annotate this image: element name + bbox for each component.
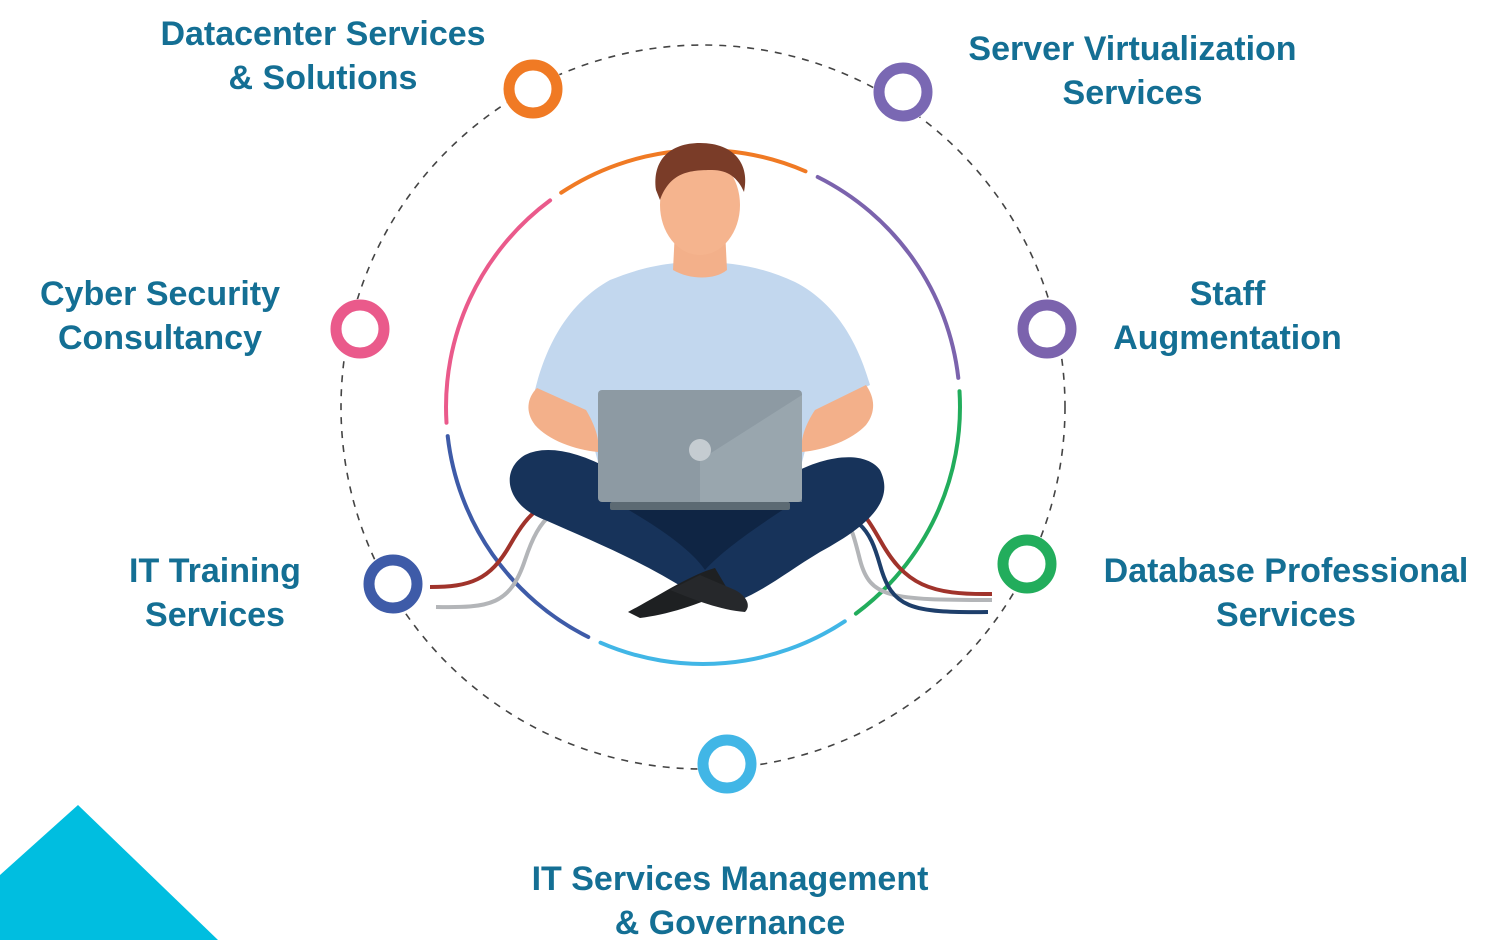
label-it-training-line1: IT Training — [129, 552, 301, 590]
label-server-virtualization-line2: Services — [1062, 74, 1203, 112]
label-datacenter-line1: Datacenter Services — [160, 15, 486, 53]
label-itsm: IT Services Management & Governance — [490, 857, 970, 945]
node-it-training-ring-icon — [363, 554, 423, 614]
dashed-orbit — [340, 44, 1066, 770]
label-cyber-security-line1: Cyber Security — [40, 275, 280, 313]
inner-ring-segment-2 — [815, 175, 961, 380]
label-staff-augmentation-line1: Staff — [1189, 275, 1266, 313]
node-cyber-security-ring-icon — [330, 299, 390, 359]
label-database: Database Professional Services — [1076, 549, 1496, 637]
node-database-ring-icon — [997, 534, 1057, 594]
label-it-training: IT Training Services — [95, 549, 335, 637]
label-it-training-line2: Services — [145, 596, 285, 634]
label-datacenter-line2: & Solutions — [228, 59, 418, 97]
node-server-virtualization-ring-icon — [873, 62, 933, 122]
label-cyber-security-line2: Consultancy — [57, 319, 263, 357]
person-arm-right — [801, 385, 874, 452]
label-staff-augmentation: Staff Augmentation — [1085, 272, 1370, 360]
inner-ring-segment-5 — [445, 434, 591, 639]
label-itsm-line2: & Governance — [614, 904, 846, 942]
node-staff-augmentation-ring-icon — [1017, 299, 1077, 359]
person-legs-shadow — [612, 500, 790, 570]
label-database-line1: Database Professional — [1103, 552, 1469, 590]
label-server-virtualization: Server Virtualization Services — [925, 27, 1340, 115]
person-hair — [655, 143, 746, 200]
service-nodes — [330, 59, 1077, 794]
person-illustration — [429, 143, 993, 618]
node-datacenter-ring-icon — [503, 59, 563, 119]
label-server-virtualization-line1: Server Virtualization — [968, 30, 1297, 68]
person-arm-left — [528, 388, 599, 452]
label-staff-augmentation-line2: Augmentation — [1113, 319, 1342, 357]
apple-logo-icon — [689, 439, 711, 461]
inner-ring-segment-4 — [598, 619, 847, 666]
label-database-line2: Services — [1216, 596, 1356, 634]
inner-ring-segment-6 — [444, 198, 553, 425]
label-cyber-security: Cyber Security Consultancy — [10, 272, 310, 360]
label-itsm-line1: IT Services Management — [531, 860, 929, 898]
person-foot-right — [670, 575, 748, 612]
corner-triangle — [0, 805, 218, 940]
person-head — [660, 155, 740, 255]
node-itsm-ring-icon — [697, 734, 757, 794]
laptop-glare — [700, 395, 802, 502]
laptop-base — [610, 502, 790, 510]
label-datacenter: Datacenter Services & Solutions — [118, 12, 528, 100]
